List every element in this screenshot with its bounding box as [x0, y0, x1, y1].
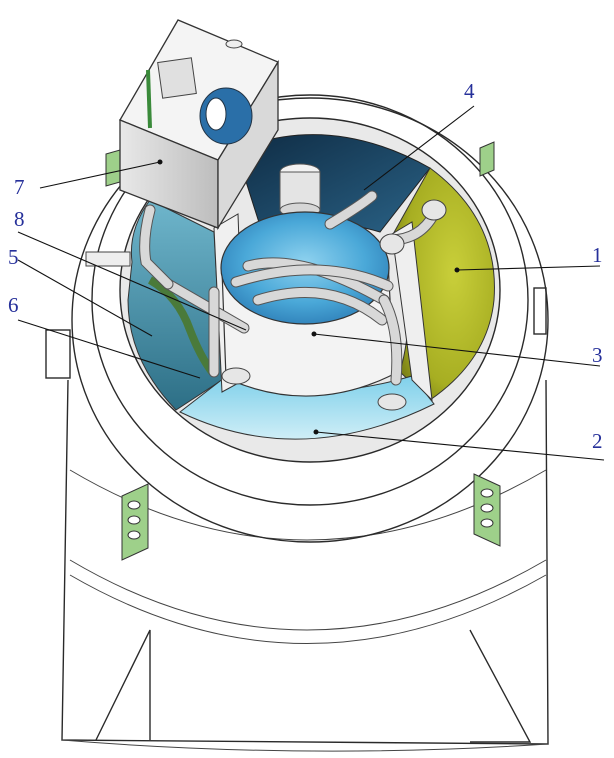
- control-box-7: [119, 19, 279, 231]
- leader-5: [17, 259, 153, 337]
- leader-7: [39, 161, 161, 189]
- leader-2: [315, 431, 605, 461]
- blower-unit: [199, 87, 253, 145]
- leader-1: [456, 265, 601, 271]
- lifting-lug-right: [473, 473, 501, 547]
- leader-6: [17, 319, 201, 379]
- callout-labels: 1 2 3 4 5 6 7 8: [8, 79, 603, 453]
- leader-3: [313, 333, 601, 367]
- compartment-4-dark: [235, 134, 431, 233]
- callout-label-8: 8: [14, 207, 25, 231]
- callout-label-1: 1: [592, 243, 603, 267]
- callout-label-7: 7: [14, 175, 25, 199]
- lifting-lug-left: [121, 483, 149, 561]
- leader-lines: [17, 105, 605, 461]
- leader-4: [363, 105, 475, 191]
- pipework: [85, 190, 447, 411]
- mounting-brackets: [105, 141, 501, 561]
- callout-label-4: 4: [464, 79, 475, 103]
- leader-8: [17, 231, 247, 331]
- callout-label-5: 5: [8, 245, 19, 269]
- compartment-5-left: [127, 199, 223, 411]
- callout-label-3: 3: [592, 343, 603, 367]
- callout-label-6: 6: [8, 293, 19, 317]
- callout-label-2: 2: [592, 429, 603, 453]
